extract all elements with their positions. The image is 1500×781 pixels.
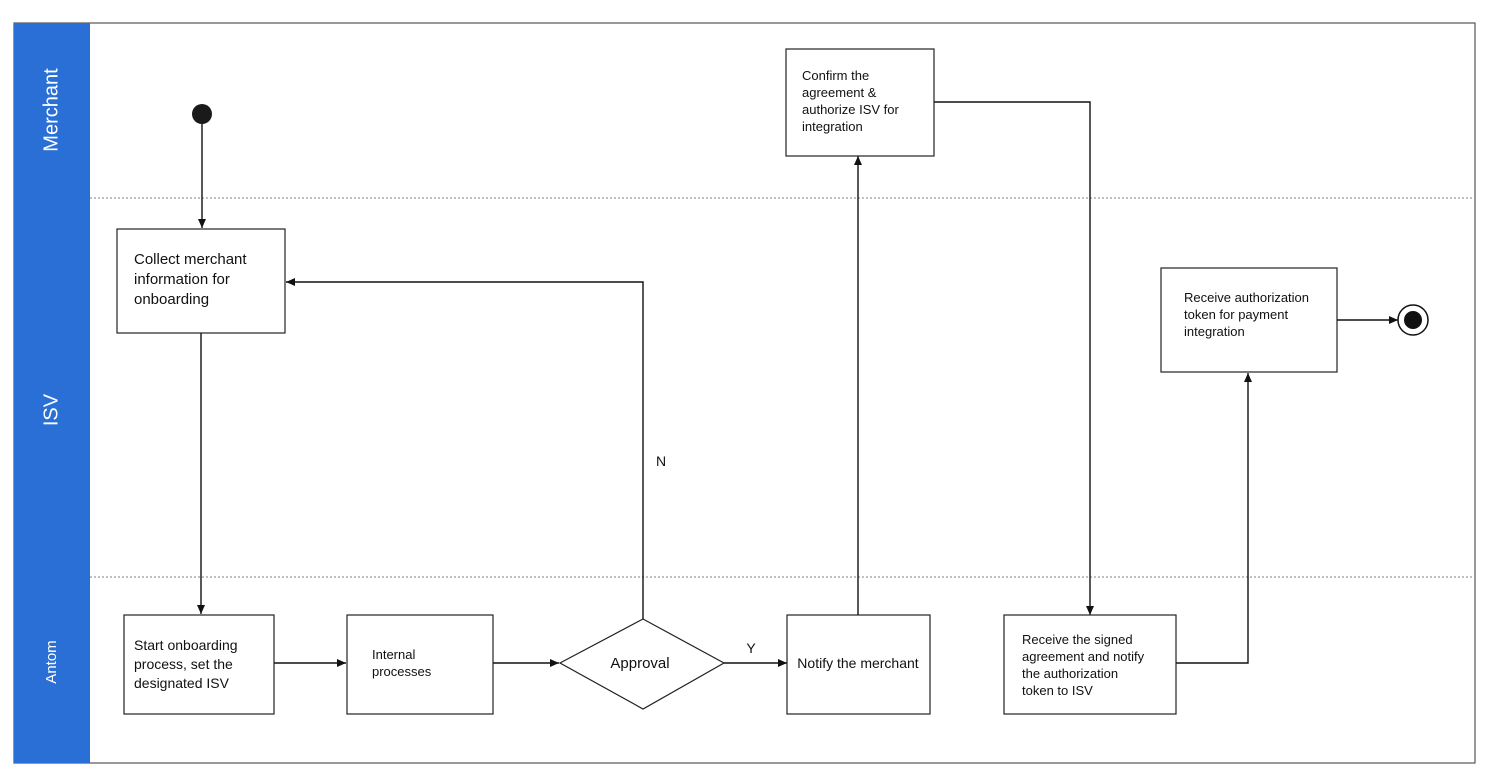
edge-approval-no-to-collect <box>286 278 644 619</box>
node-receive-token-box <box>1160 267 1338 373</box>
node-approval-text: Approval <box>610 655 669 672</box>
start-node <box>192 104 212 124</box>
node-notify-text: Notify the merchant <box>797 655 918 671</box>
edge-receive-signed-to-receive-token <box>1176 373 1252 664</box>
lane-label-isv: ISV <box>40 393 62 426</box>
node-receive-token-text: Receive authorization token for payment … <box>1184 290 1313 339</box>
node-collect-line: onboarding <box>134 291 209 308</box>
lane-label-antom: Antom <box>43 640 60 683</box>
node-start-line: designated ISV <box>134 675 230 691</box>
node-notify-box <box>786 614 931 715</box>
node-collect-text: Collect merchant information for onboard… <box>134 251 251 308</box>
end-node-inner <box>1404 311 1422 329</box>
node-receive-token-line: Receive authorization <box>1184 290 1309 305</box>
node-internal-box <box>346 614 494 715</box>
node-receive-signed-line: agreement and notify <box>1022 649 1145 664</box>
edge-label-yes: Y <box>746 640 756 656</box>
node-confirm-line: agreement & <box>802 85 877 100</box>
node-start-text: Start onboarding process, set the design… <box>134 637 241 691</box>
node-receive-signed-line: token to ISV <box>1022 683 1093 698</box>
node-collect-line: Collect merchant <box>134 251 247 268</box>
node-confirm-line: Confirm the <box>802 68 869 83</box>
node-collect-box <box>116 228 286 334</box>
node-internal-line: Internal <box>372 647 415 662</box>
node-confirm-box <box>785 48 935 157</box>
node-receive-signed-box <box>1003 614 1177 715</box>
node-receive-signed-line: the authorization <box>1022 666 1118 681</box>
node-approval-diamond <box>558 618 726 710</box>
edge-confirm-to-receive-signed <box>934 101 1094 615</box>
node-internal-line: processes <box>372 664 432 679</box>
node-internal-text: Internal processes <box>372 647 432 679</box>
node-start-line: process, set the <box>134 656 233 672</box>
node-receive-token-line: integration <box>1184 324 1245 339</box>
node-confirm-text: Confirm the agreement & authorize ISV fo… <box>802 68 902 134</box>
node-confirm-line: integration <box>802 119 863 134</box>
edge-label-no: N <box>656 453 666 469</box>
node-receive-signed-line: Receive the signed <box>1022 632 1133 647</box>
node-collect-line: information for <box>134 271 230 288</box>
lane-header-isv <box>14 198 90 577</box>
lane-header-antom <box>14 577 90 763</box>
lane-label-merchant: Merchant <box>40 68 62 152</box>
node-confirm-line: authorize ISV for <box>802 102 899 117</box>
lane-header-merchant <box>14 23 90 198</box>
node-receive-token-line: token for payment <box>1184 307 1288 322</box>
node-start-line: Start onboarding <box>134 637 238 653</box>
node-receive-signed-text: Receive the signed agreement and notify … <box>1022 632 1148 698</box>
node-start-box <box>123 614 275 715</box>
